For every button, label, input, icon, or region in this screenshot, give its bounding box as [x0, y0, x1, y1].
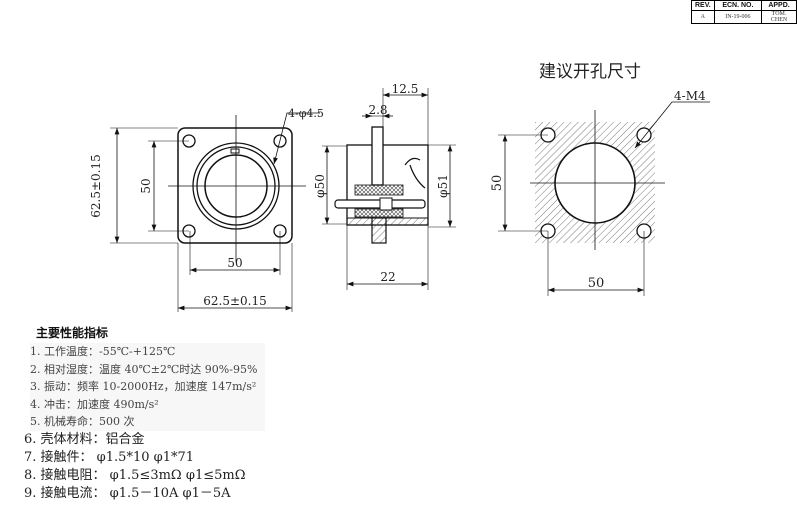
spec-item: 3. 振动：频率 10-2000Hz，加速度 147m/s²: [30, 380, 257, 393]
cutout-hole-label: 4-M4: [674, 89, 706, 103]
side-flange-dim: 2.8: [368, 103, 387, 117]
spec-item: 2. 相对湿度：温度 40℃±2℃时达 90%-95%: [30, 362, 258, 376]
side-dia-left: φ50: [313, 174, 327, 198]
spec-item: 6. 壳体材料：铝合金: [24, 431, 145, 447]
front-view: [110, 112, 320, 312]
spec-item: 5. 机械寿命：500 次: [30, 415, 135, 428]
spec-item: 7. 接触件： φ1.5*10 φ1*71: [24, 449, 195, 465]
side-view: [322, 88, 456, 290]
side-dia-right: φ51: [436, 174, 450, 198]
front-hole-spacing-v: 50: [139, 178, 153, 193]
specs-title: 主要性能指标: [36, 326, 109, 340]
appd-value: TOM. CHEN: [761, 10, 797, 24]
spec-item: 4. 冲击：加速度 490m/s²: [30, 397, 159, 411]
cutout-title: 建议开孔尺寸: [539, 62, 641, 82]
side-depth-dim: 12.5: [392, 82, 419, 96]
revision-table: REV. ECN. NO. APPD. A IN-19-006 TOM. CHE…: [691, 0, 797, 24]
cutout-view: [498, 101, 710, 296]
front-width-dim: 62.5±0.15: [203, 294, 267, 308]
cutout-spacing-h: 50: [588, 276, 605, 291]
side-length-dim: 22: [380, 270, 395, 284]
ecn-value: IN-19-006: [713, 10, 763, 24]
cutout-spacing-v: 50: [490, 175, 505, 192]
specs-section: 主要性能指标 1. 工作温度：-55℃-+125℃ 2. 相对湿度：温度 40℃…: [24, 324, 265, 503]
front-height-dim: 62.5±0.15: [89, 154, 103, 218]
front-hole-spacing-h: 50: [227, 256, 242, 270]
spec-item: 8. 接触电阻： φ1.5≤3mΩ φ1≤5mΩ: [24, 467, 246, 483]
spec-item: 1. 工作温度：-55℃-+125℃: [30, 345, 176, 358]
front-hole-label: 4-φ4.5: [288, 107, 324, 120]
spec-item: 9. 接触电流： φ1.5－10A φ1－5A: [24, 485, 231, 501]
